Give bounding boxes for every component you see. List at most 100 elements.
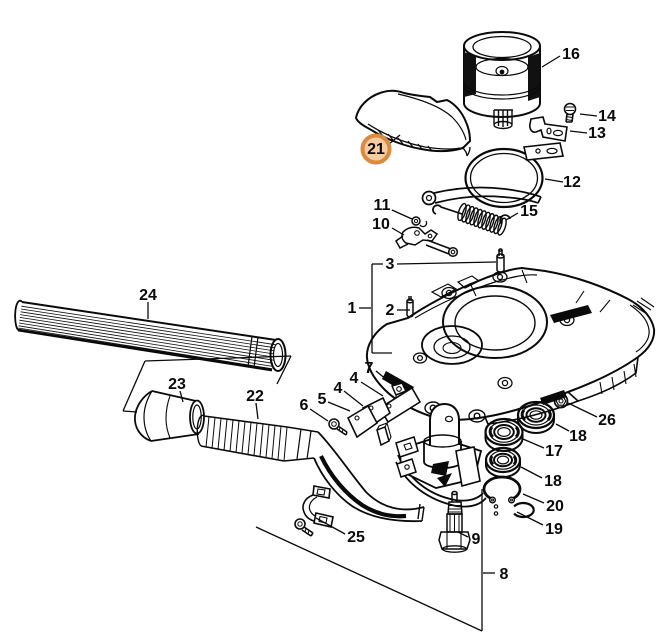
callout-17[interactable]: 17 bbox=[522, 438, 563, 460]
group-bracket-lines bbox=[122, 263, 483, 632]
part-21-cover-plate[interactable] bbox=[354, 89, 472, 157]
part-19-circlip[interactable] bbox=[493, 501, 535, 519]
highlight-ring bbox=[360, 133, 392, 165]
leader-line bbox=[391, 227, 405, 236]
callout-24[interactable]: 24 bbox=[139, 287, 157, 319]
part-2-pin[interactable] bbox=[406, 296, 414, 318]
callout-8[interactable]: 8 bbox=[483, 566, 509, 583]
callout-6[interactable]: 6 bbox=[300, 397, 329, 422]
callout-12[interactable]: 12 bbox=[544, 174, 581, 191]
callout-label[interactable]: 10 bbox=[372, 216, 390, 233]
callout-2[interactable]: 2 bbox=[386, 302, 410, 319]
callout-label[interactable]: 13 bbox=[588, 125, 606, 142]
callout-label[interactable]: 22 bbox=[246, 388, 264, 405]
callout-label[interactable]: 4 bbox=[350, 370, 359, 387]
cover-edge-hatching bbox=[377, 129, 433, 152]
callout-10[interactable]: 10 bbox=[372, 216, 405, 236]
callout-label[interactable]: 12 bbox=[563, 174, 581, 191]
callout-4-16[interactable]: 4 bbox=[334, 380, 364, 407]
callout-label[interactable]: 2 bbox=[386, 302, 395, 319]
leader-line bbox=[375, 370, 394, 386]
callout-5[interactable]: 5 bbox=[318, 391, 351, 412]
callout-label[interactable]: 15 bbox=[520, 203, 538, 220]
callout-label[interactable]: 26 bbox=[598, 412, 616, 429]
part-22-flex-hose[interactable] bbox=[196, 414, 425, 523]
leader-line bbox=[516, 511, 544, 526]
part-1-housing[interactable] bbox=[365, 266, 656, 425]
leader-line bbox=[520, 466, 543, 479]
group-line bbox=[122, 360, 146, 412]
callout-9[interactable]: 9 bbox=[457, 531, 481, 548]
callout-label[interactable]: 5 bbox=[318, 391, 327, 408]
leader-line bbox=[567, 402, 598, 418]
callout-21[interactable]: 21 bbox=[360, 133, 401, 165]
part-9-valve[interactable] bbox=[438, 490, 471, 553]
callout-18-20[interactable]: 18 bbox=[555, 423, 587, 445]
callout-3[interactable]: 3 bbox=[386, 256, 497, 273]
part-24-tube[interactable] bbox=[14, 299, 287, 372]
part-12-brake-band[interactable] bbox=[464, 142, 564, 209]
callout-20[interactable]: 20 bbox=[522, 493, 564, 515]
callout-18-22[interactable]: 18 bbox=[520, 466, 562, 490]
callout-label[interactable]: 16 bbox=[562, 46, 580, 63]
part-18-bearing-lower[interactable] bbox=[484, 446, 522, 478]
callout-label[interactable]: 14 bbox=[598, 108, 616, 125]
callout-4-15[interactable]: 4 bbox=[350, 370, 384, 397]
part-14-screw[interactable] bbox=[563, 102, 577, 123]
callout-label[interactable]: 3 bbox=[386, 256, 395, 273]
callout-label[interactable]: 18 bbox=[569, 428, 587, 445]
callout-label[interactable]: 11 bbox=[374, 197, 391, 214]
leader-line bbox=[388, 134, 401, 145]
part-13-bracket[interactable] bbox=[529, 116, 568, 142]
part-20-circlip[interactable] bbox=[482, 475, 522, 504]
callout-label[interactable]: 19 bbox=[545, 521, 563, 538]
callout-13[interactable]: 13 bbox=[569, 125, 606, 142]
callout-label[interactable]: 7 bbox=[365, 360, 374, 377]
callout-label[interactable]: 21 bbox=[367, 141, 385, 158]
callout-label[interactable]: 18 bbox=[544, 473, 562, 490]
part-11-washer[interactable] bbox=[411, 216, 428, 228]
part-3-pin[interactable] bbox=[496, 248, 505, 273]
part-10-lever[interactable] bbox=[395, 226, 459, 258]
callout-14[interactable]: 14 bbox=[579, 108, 616, 125]
callout-25[interactable]: 25 bbox=[315, 517, 365, 546]
callout-label[interactable]: 9 bbox=[472, 531, 481, 548]
part-16-starter-cup[interactable] bbox=[463, 31, 541, 130]
callout-7[interactable]: 7 bbox=[365, 360, 394, 386]
callout-23[interactable]: 23 bbox=[168, 376, 186, 403]
callout-15[interactable]: 15 bbox=[505, 203, 538, 221]
part-25-clamp[interactable] bbox=[294, 485, 334, 537]
group-line bbox=[144, 355, 292, 362]
callout-label[interactable]: 17 bbox=[545, 443, 563, 460]
spring-coils bbox=[457, 202, 507, 236]
part-23-nozzle[interactable] bbox=[134, 390, 205, 442]
gearhead-assembly[interactable] bbox=[395, 402, 487, 508]
leader-line bbox=[315, 517, 346, 535]
callout-label[interactable]: 20 bbox=[546, 498, 564, 515]
pinion-gear-teeth bbox=[493, 109, 513, 130]
callout-label[interactable]: 24 bbox=[139, 287, 157, 304]
callout-11[interactable]: 11 bbox=[374, 197, 413, 220]
callout-19[interactable]: 19 bbox=[516, 511, 563, 538]
callout-label[interactable]: 25 bbox=[347, 529, 365, 546]
callout-label[interactable]: 6 bbox=[300, 397, 309, 414]
leader-line bbox=[360, 381, 384, 397]
part-18-bearing-upper[interactable] bbox=[516, 400, 556, 434]
callout-1[interactable]: 1 bbox=[348, 300, 371, 317]
callout-16[interactable]: 16 bbox=[541, 46, 580, 68]
part-26-nut[interactable] bbox=[553, 393, 569, 409]
spacer-block[interactable] bbox=[376, 421, 392, 447]
callout-22[interactable]: 22 bbox=[246, 388, 264, 420]
callout-label[interactable]: 23 bbox=[168, 376, 186, 393]
part-17-bearing[interactable] bbox=[484, 417, 524, 452]
callout-label[interactable]: 8 bbox=[500, 566, 509, 583]
part-6-screw[interactable] bbox=[328, 418, 348, 436]
callout-label[interactable]: 1 bbox=[348, 300, 357, 317]
callout-label[interactable]: 4 bbox=[334, 380, 343, 397]
part-15-tension-spring[interactable] bbox=[421, 186, 542, 236]
group-line bbox=[276, 355, 292, 385]
callout-26[interactable]: 26 bbox=[567, 402, 616, 429]
part-5-plate[interactable] bbox=[346, 404, 379, 439]
hose-corrugations bbox=[205, 416, 288, 461]
